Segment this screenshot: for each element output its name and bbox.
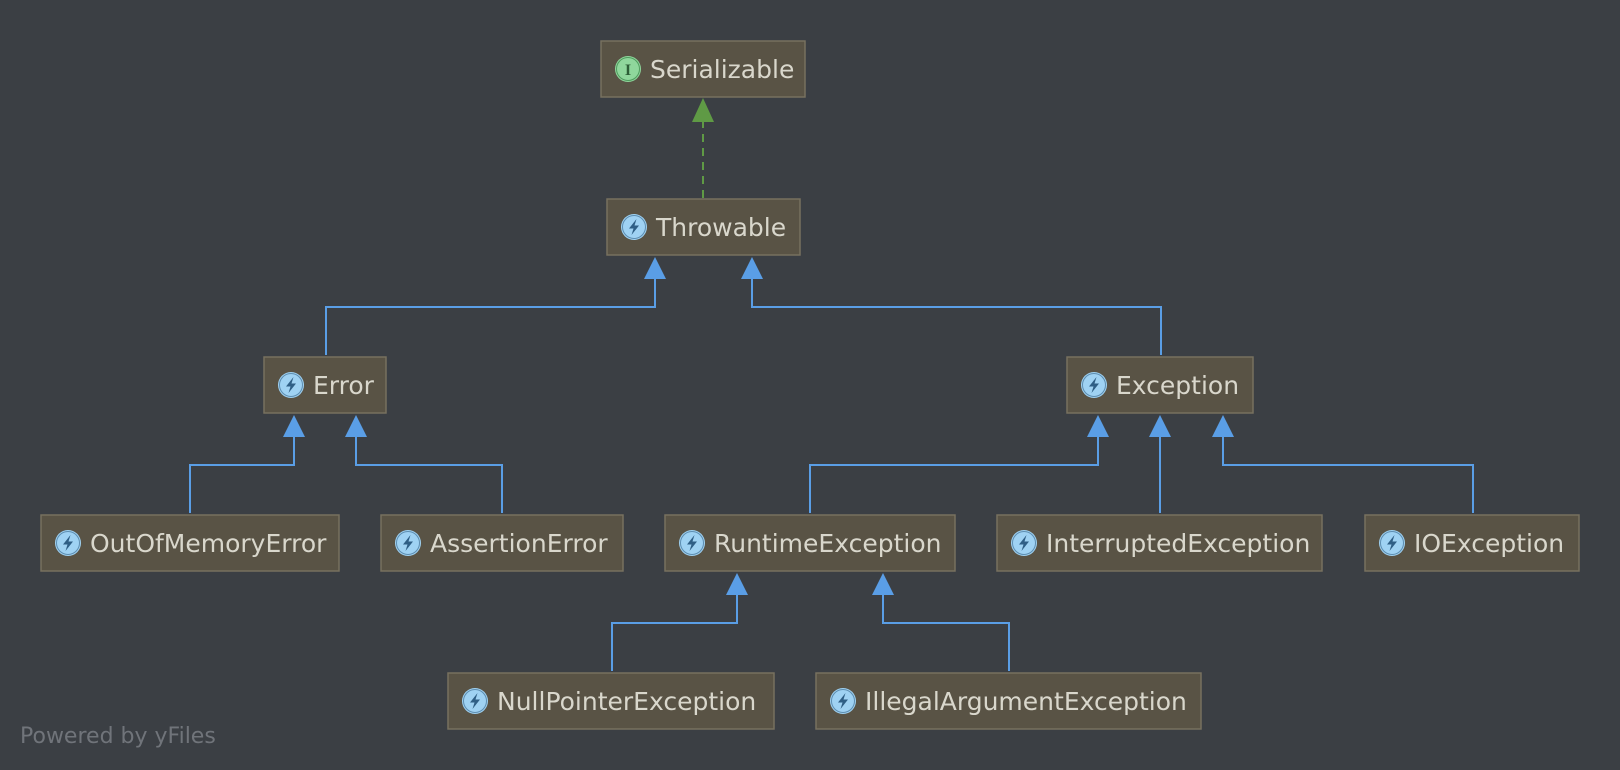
class-icon <box>277 371 305 399</box>
node-exception[interactable]: Exception <box>1066 356 1254 414</box>
node-runtimeexception[interactable]: RuntimeException <box>664 514 956 572</box>
class-icon <box>1080 371 1108 399</box>
edge-illegalargumentexception-extends-runtimeexception <box>872 573 1010 671</box>
class-icon <box>829 687 857 715</box>
node-error[interactable]: Error <box>263 356 387 414</box>
edge-interruptedexception-extends-exception <box>1149 415 1171 513</box>
class-icon <box>1378 529 1406 557</box>
node-label: Serializable <box>650 55 794 84</box>
inheritance-arrowhead <box>1149 415 1171 437</box>
inheritance-arrowhead <box>726 573 748 595</box>
powered-by-text: Powered by yFiles <box>20 724 216 749</box>
node-assertionerror[interactable]: AssertionError <box>380 514 624 572</box>
interface-icon: I <box>615 56 641 82</box>
node-label: RuntimeException <box>714 529 941 558</box>
node-label: AssertionError <box>430 529 608 558</box>
node-label: IOException <box>1414 529 1564 558</box>
node-label: OutOfMemoryError <box>90 529 327 558</box>
node-serializable[interactable]: I Serializable <box>600 40 806 98</box>
inheritance-arrowhead <box>1087 415 1109 437</box>
node-label: Error <box>313 371 375 400</box>
edge-nullpointerexception-extends-runtimeexception <box>611 573 748 671</box>
node-interruptedexception[interactable]: InterruptedException <box>996 514 1323 572</box>
node-label: InterruptedException <box>1046 529 1310 558</box>
inheritance-arrowhead <box>1212 415 1234 437</box>
edge-outofmemoryerror-extends-error <box>189 415 305 513</box>
class-icon <box>678 529 706 557</box>
node-illegalargumentexception[interactable]: IllegalArgumentException <box>815 672 1202 730</box>
inheritance-arrowhead <box>872 573 894 595</box>
node-label: Throwable <box>655 213 786 242</box>
inheritance-arrowhead <box>345 415 367 437</box>
node-label: Exception <box>1116 371 1239 400</box>
class-icon <box>394 529 422 557</box>
inheritance-arrowhead <box>283 415 305 437</box>
svg-text:I: I <box>625 62 631 79</box>
node-throwable[interactable]: Throwable <box>606 198 801 256</box>
implements-arrowhead <box>692 98 714 122</box>
node-label: NullPointerException <box>497 687 756 716</box>
inheritance-arrowhead <box>741 257 763 279</box>
edge-error-extends-throwable <box>325 257 666 355</box>
edge-exception-extends-throwable <box>741 257 1162 355</box>
node-label: IllegalArgumentException <box>865 687 1187 716</box>
edge-runtimeexception-extends-exception <box>809 415 1109 513</box>
class-icon <box>54 529 82 557</box>
class-icon <box>1010 529 1038 557</box>
node-outofmemoryerror[interactable]: OutOfMemoryError <box>40 514 340 572</box>
node-ioexception[interactable]: IOException <box>1364 514 1580 572</box>
edge-assertionerror-extends-error <box>345 415 503 513</box>
edge-throwable-implements-serializable <box>692 98 714 198</box>
edge-ioexception-extends-exception <box>1212 415 1474 513</box>
class-icon <box>461 687 489 715</box>
node-nullpointerexception[interactable]: NullPointerException <box>447 672 775 730</box>
class-icon <box>620 213 648 241</box>
inheritance-arrowhead <box>644 257 666 279</box>
